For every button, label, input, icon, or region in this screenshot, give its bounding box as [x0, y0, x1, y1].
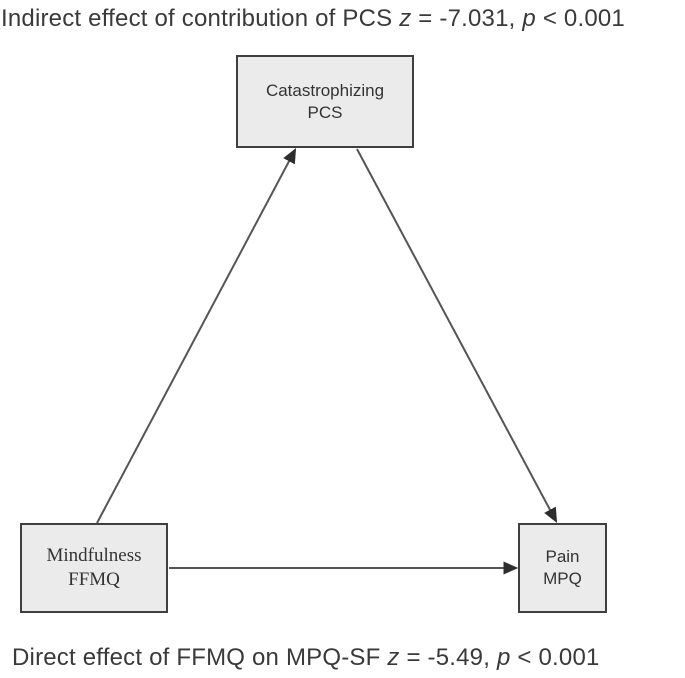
caption-bottom-p-symbol: p: [496, 644, 511, 671]
caption-top-p-value: < 0.001: [535, 5, 625, 32]
node-mindfulness-label: Mindfulness: [46, 545, 142, 566]
caption-top-z-symbol: z: [399, 5, 412, 32]
direct-effect-caption: Direct effect of FFMQ on MPQ-SF z = -5.4…: [12, 641, 600, 675]
node-pain-mpq: Pain MPQ: [518, 523, 607, 613]
node-catastrophizing-pcs: Catastrophizing PCS: [236, 55, 414, 148]
caption-bottom-z-symbol: z: [387, 644, 400, 671]
caption-top-p-symbol: p: [522, 5, 536, 32]
node-mpq-label: MPQ: [543, 569, 582, 588]
caption-bottom-p-value: < 0.001: [510, 644, 600, 671]
indirect-effect-caption: Indirect effect of contribution of PCS z…: [1, 2, 625, 36]
caption-top-z-value: = -7.031,: [411, 5, 523, 32]
node-catastrophizing-label: Catastrophizing: [265, 80, 385, 100]
node-mindfulness-ffmq: Mindfulness FFMQ: [20, 523, 168, 613]
arrow-predictor-to-mediator: [96, 148, 297, 524]
node-pcs-label: PCS: [307, 102, 343, 122]
caption-bottom-prefix: Direct effect of FFMQ on MPQ-SF: [12, 644, 388, 671]
node-ffmq-label: FFMQ: [68, 569, 120, 590]
node-pain-label: Pain: [545, 547, 580, 566]
arrow-mediator-to-outcome: [356, 148, 558, 523]
caption-bottom-z-value: = -5.49,: [399, 644, 497, 671]
caption-top-prefix: Indirect effect of contribution of PCS: [1, 5, 400, 32]
